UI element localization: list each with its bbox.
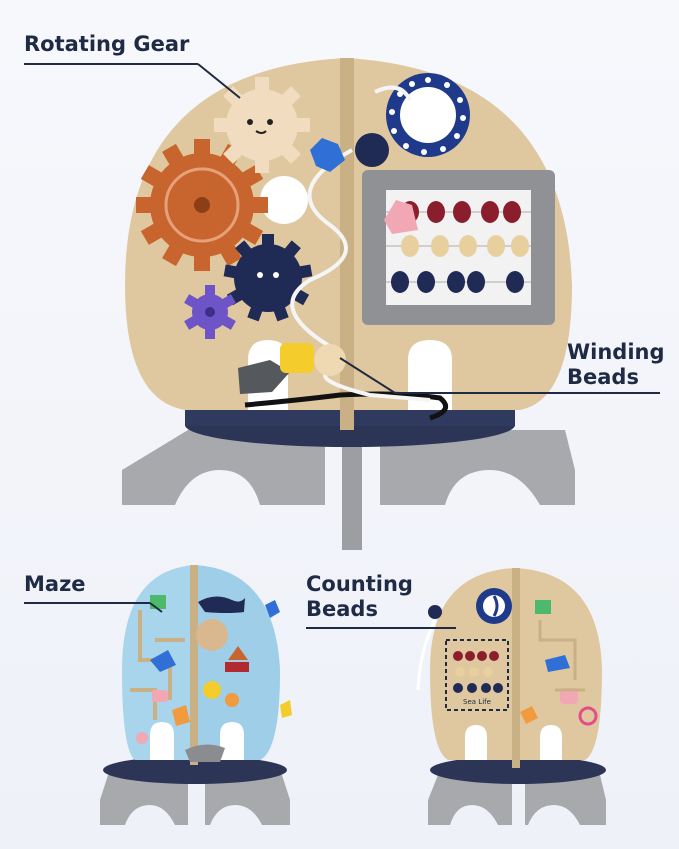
maze-label: Maze xyxy=(24,572,86,596)
counting-beads-label-line1: Counting xyxy=(306,572,413,596)
main-seastar-gear xyxy=(214,77,310,173)
main-center-fin xyxy=(342,445,362,550)
maze-center-divider xyxy=(190,565,198,765)
counting-center-divider xyxy=(512,568,520,768)
winding-beads-leader-line xyxy=(395,392,660,394)
counting-base-feet xyxy=(428,775,606,825)
main-base-feet xyxy=(122,430,575,505)
rotating-gear-leader-line xyxy=(24,63,198,65)
maze-leader-line xyxy=(24,602,150,604)
maze-base-feet xyxy=(100,775,290,825)
counting-abacus xyxy=(445,639,509,711)
main-wood-bead xyxy=(314,344,346,376)
main-grey-fish xyxy=(238,360,290,394)
counting-beads-label-line2: Beads xyxy=(306,597,378,621)
abacus-beads-navy xyxy=(391,271,524,293)
main-orange-gear xyxy=(136,139,268,271)
main-disc-hole xyxy=(260,176,308,224)
maze-toy xyxy=(100,565,292,825)
maze-hole xyxy=(196,619,228,651)
sea-life-text: Sea Life xyxy=(463,698,491,706)
main-navy-gear xyxy=(223,234,313,322)
abacus-beads-wood xyxy=(401,235,529,257)
main-pink-bead xyxy=(384,200,418,234)
winding-beads-label-line1: Winding xyxy=(567,340,665,364)
rotating-gear-label: Rotating Gear xyxy=(24,32,190,56)
winding-beads-label-line2: Beads xyxy=(567,365,639,389)
main-yellow-bead xyxy=(280,343,314,373)
counting-beads-leader-line xyxy=(306,627,456,629)
maze-turntable xyxy=(103,756,287,784)
main-blue-star-bead xyxy=(310,138,345,172)
main-purple-gear xyxy=(184,285,236,339)
main-navy-ball-bead xyxy=(355,133,389,167)
counting-turntable xyxy=(430,756,606,784)
main-maze-path xyxy=(244,391,449,421)
counting-toy: Sea Life xyxy=(416,568,606,825)
main-toy xyxy=(122,58,575,550)
